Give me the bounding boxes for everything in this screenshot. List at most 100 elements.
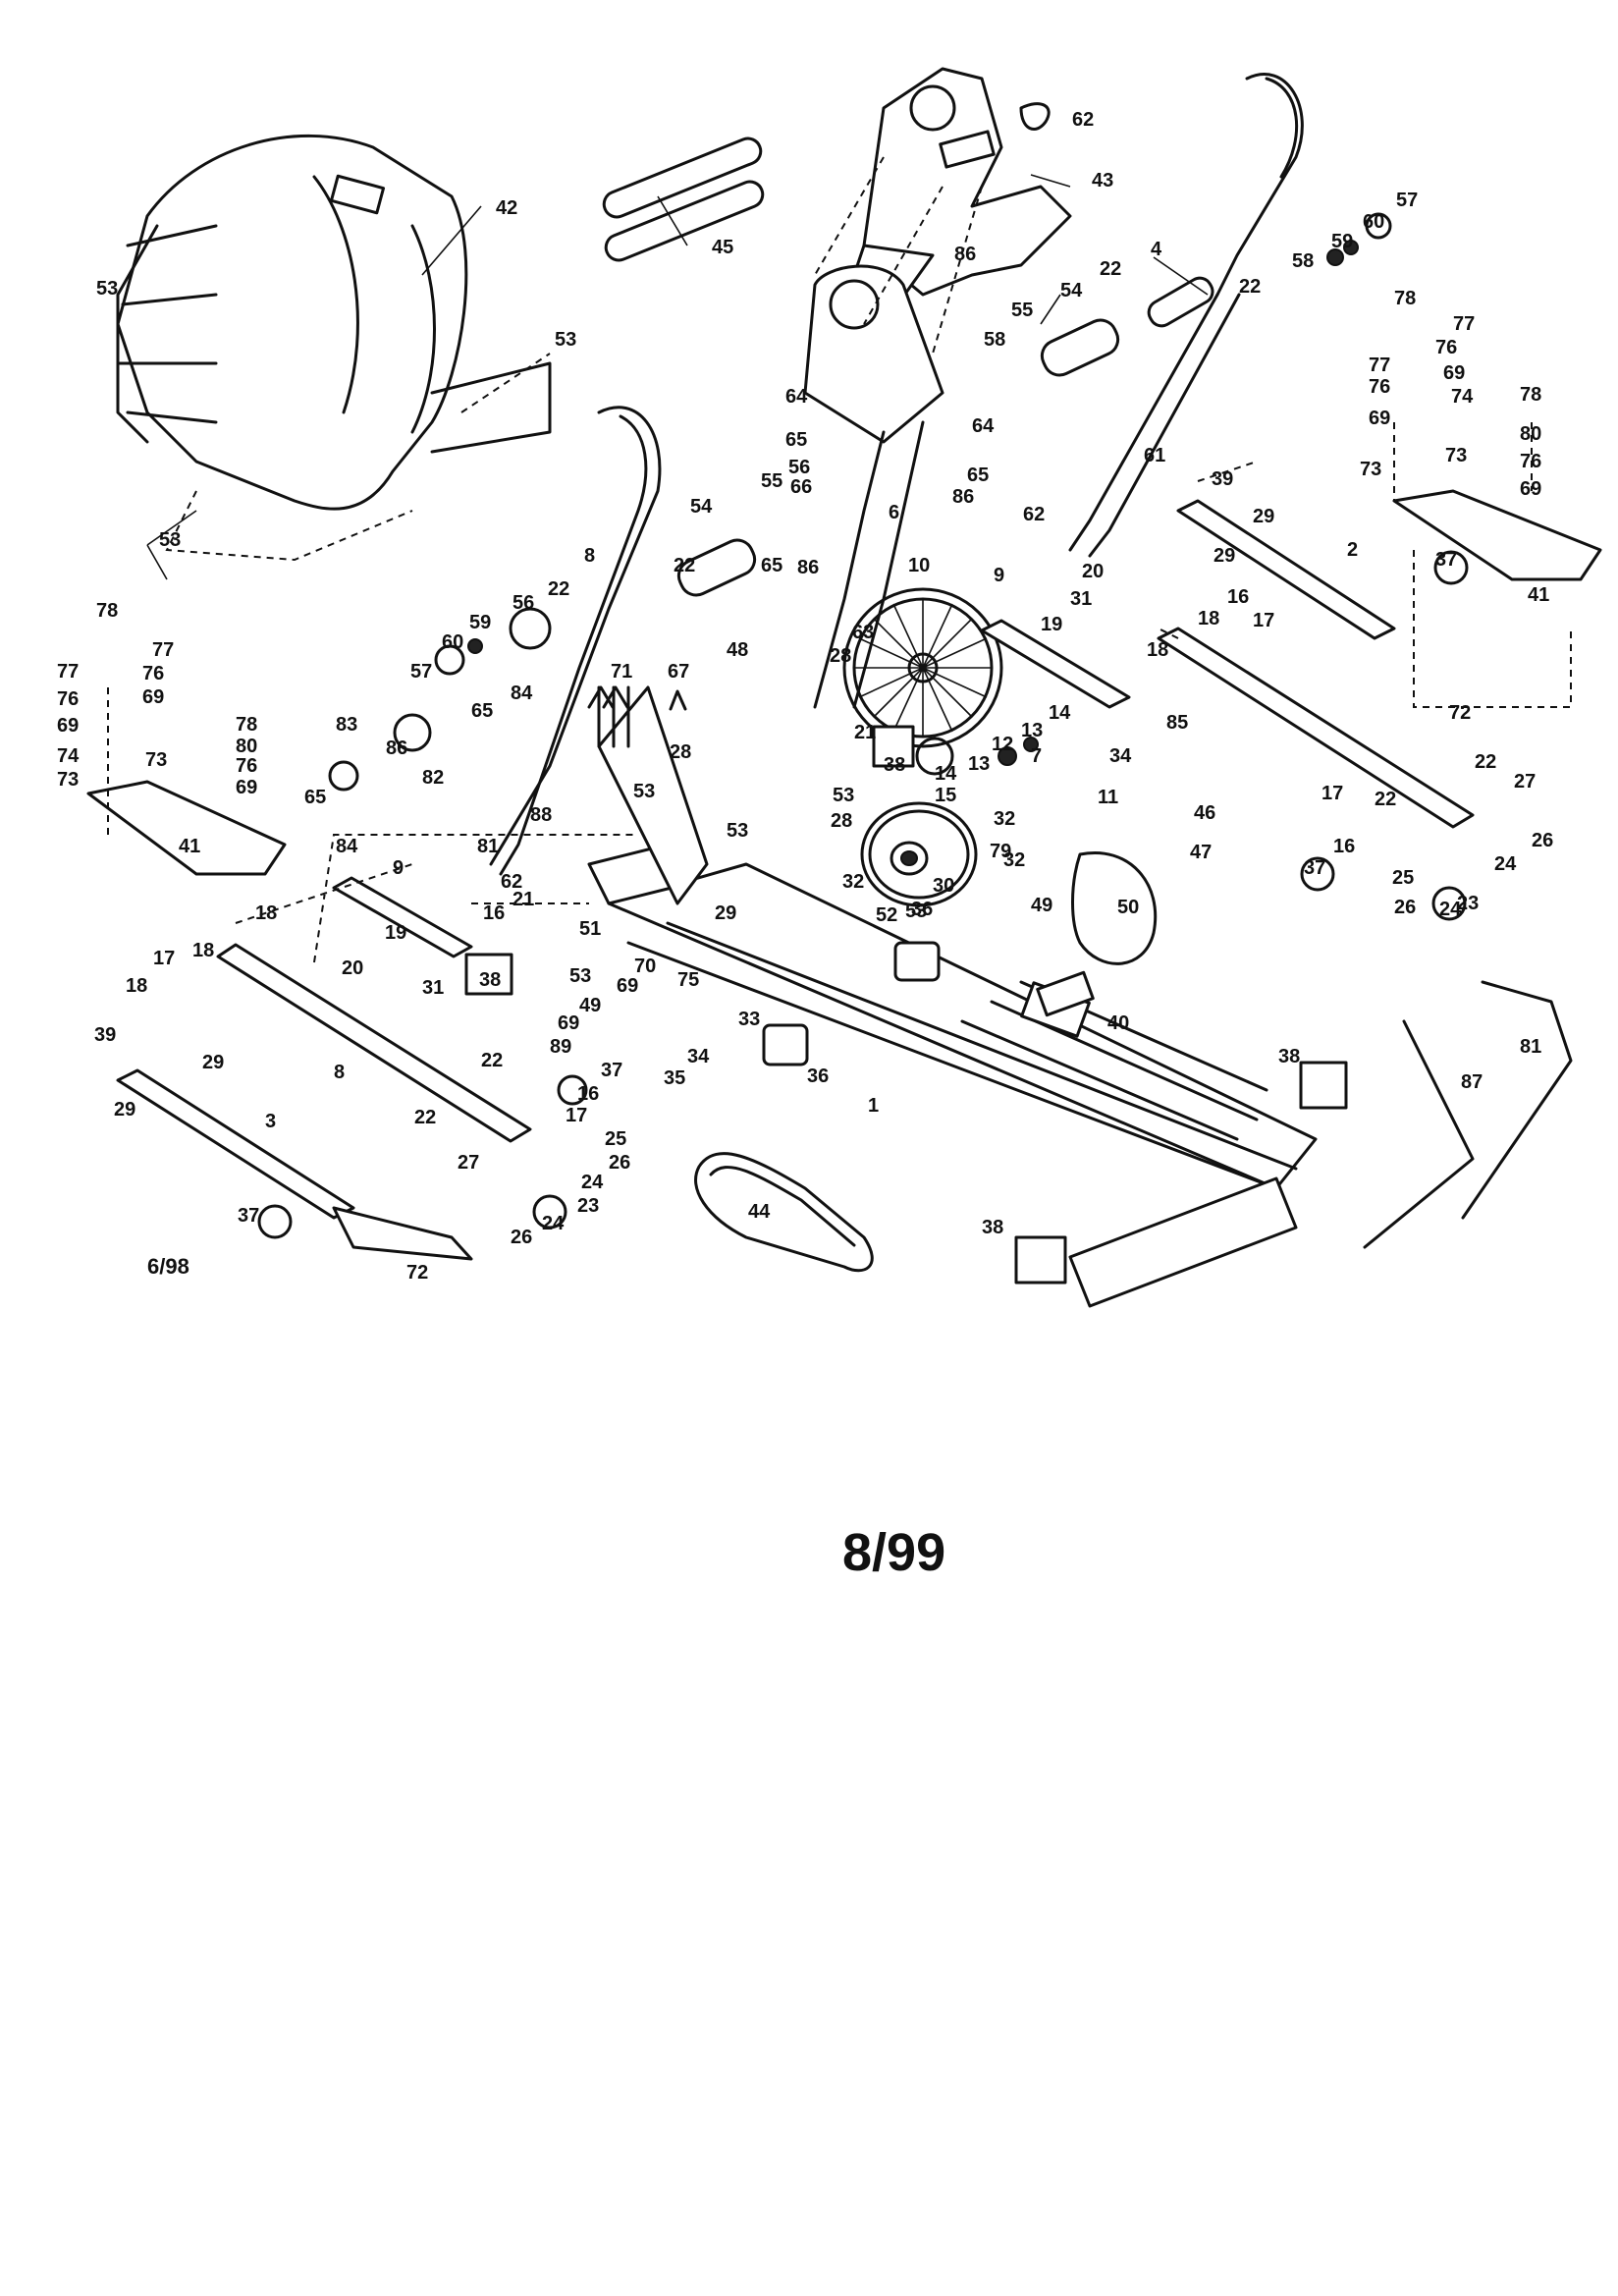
flywheel-belt: [1071, 851, 1158, 965]
part-callout: 20: [342, 957, 363, 979]
part-callout: 32: [1003, 849, 1025, 871]
part-callout: 11: [1098, 787, 1118, 808]
flywheel: [842, 587, 1003, 748]
part-callout: 17: [566, 1105, 587, 1126]
part-callout: 18: [192, 940, 214, 961]
part-callout: 22: [1475, 751, 1496, 773]
part-callout: 86: [954, 244, 976, 265]
part-callout: 6: [889, 502, 899, 523]
part-callout: 18: [1147, 639, 1168, 661]
part-callout: 65: [761, 555, 782, 576]
part-callout: 80: [1520, 423, 1541, 445]
part-callout: 22: [1375, 789, 1396, 810]
part-callout: 69: [1443, 362, 1465, 384]
part-callout: 83: [336, 714, 357, 736]
part-callout: 53: [833, 785, 854, 806]
part-callout: 34: [1109, 745, 1132, 767]
part-callout: 22: [1239, 276, 1261, 298]
part-callout: 89: [550, 1036, 571, 1058]
part-callout: 62: [501, 871, 522, 893]
part-callout: 10: [908, 555, 930, 576]
part-callout: 74: [1451, 386, 1474, 408]
base-frame: [464, 685, 1348, 1308]
part-callout: 26: [609, 1152, 630, 1174]
part-callout: 22: [481, 1050, 503, 1071]
part-callout: 57: [1396, 190, 1418, 211]
part-callout: 85: [1166, 712, 1188, 734]
part-callout: 77: [57, 661, 79, 683]
part-callout: 41: [179, 836, 200, 857]
part-callout: 24: [1439, 899, 1462, 920]
part-callout: 13: [1021, 720, 1043, 741]
part-callout: 21: [854, 722, 876, 743]
part-callout: 48: [727, 639, 748, 661]
part-callout: 61: [1144, 445, 1165, 466]
part-callout: 47: [1190, 842, 1212, 863]
part-callout: 18: [1198, 608, 1219, 629]
part-callout: 84: [511, 683, 533, 704]
part-callout: 22: [1100, 258, 1121, 280]
part-callout: 59: [1331, 231, 1353, 252]
part-callout: 69: [57, 715, 79, 737]
part-callout: 72: [406, 1262, 428, 1284]
side-rods: [1363, 980, 1573, 1249]
part-callout: 60: [442, 631, 463, 653]
exploded-parts-diagram: 4253535345624357605958422228654555864646…: [57, 67, 1602, 1308]
part-callout: 79: [990, 841, 1011, 862]
part-callout: 28: [830, 645, 851, 667]
part-callout: 29: [715, 902, 736, 924]
drive-belt: [694, 1152, 874, 1273]
pedal-rails: [116, 499, 1475, 1261]
part-callout: 8: [584, 545, 595, 567]
part-callout: 18: [126, 975, 147, 997]
part-callout: 53: [569, 965, 591, 987]
part-callout: 53: [727, 820, 748, 842]
part-callout: 42: [496, 197, 517, 219]
part-callout: 87: [1461, 1071, 1483, 1093]
part-callout: 28: [831, 810, 852, 832]
part-callout: 76: [1369, 376, 1390, 398]
part-callout: 31: [422, 977, 444, 999]
part-callout: 38: [1278, 1046, 1300, 1067]
part-callout: 32: [994, 808, 1015, 830]
part-callout: 56: [512, 592, 534, 614]
part-callout: 44: [748, 1201, 771, 1223]
part-callout: 76: [1435, 337, 1457, 358]
part-callout: 3: [265, 1111, 276, 1132]
part-callout: 26: [1532, 830, 1553, 851]
part-callout: 69: [617, 975, 638, 997]
part-callout: 29: [202, 1052, 224, 1073]
date-stamp-left: 6/98: [147, 1254, 189, 1279]
part-callout: 34: [687, 1046, 710, 1067]
part-callout: 76: [57, 688, 79, 710]
part-callout: 7: [1031, 745, 1042, 767]
left-handle-arm: [489, 318, 1120, 876]
part-callout: 19: [385, 922, 406, 944]
part-callout: 25: [605, 1128, 626, 1150]
part-callout: 43: [1092, 170, 1113, 191]
part-callout: 17: [1321, 783, 1343, 804]
part-callout: 14: [1049, 702, 1071, 724]
part-callout: 51: [579, 918, 601, 940]
part-callout: 55: [1011, 300, 1033, 321]
part-callout: 53: [633, 781, 655, 802]
part-callout: 53: [96, 278, 118, 300]
part-callout: 27: [458, 1152, 479, 1174]
part-callout: 86: [386, 738, 407, 759]
part-callout: 86: [797, 557, 819, 578]
part-callout: 77: [1369, 355, 1390, 376]
part-callout: 78: [1394, 288, 1416, 309]
part-callout: 32: [842, 871, 864, 893]
right-handle-arm: [1068, 72, 1304, 558]
part-callout: 38: [982, 1217, 1003, 1238]
part-callout: 19: [1041, 614, 1062, 635]
part-callout: 22: [548, 578, 569, 600]
part-callout: 28: [670, 741, 691, 763]
part-callout: 73: [1360, 459, 1381, 480]
part-callout: 40: [1107, 1012, 1129, 1034]
part-callout: 9: [994, 565, 1004, 586]
part-callout: 58: [1292, 250, 1314, 272]
part-callout: 14: [935, 763, 957, 785]
part-callout: 37: [1435, 549, 1457, 571]
part-callout: 36: [807, 1066, 829, 1087]
